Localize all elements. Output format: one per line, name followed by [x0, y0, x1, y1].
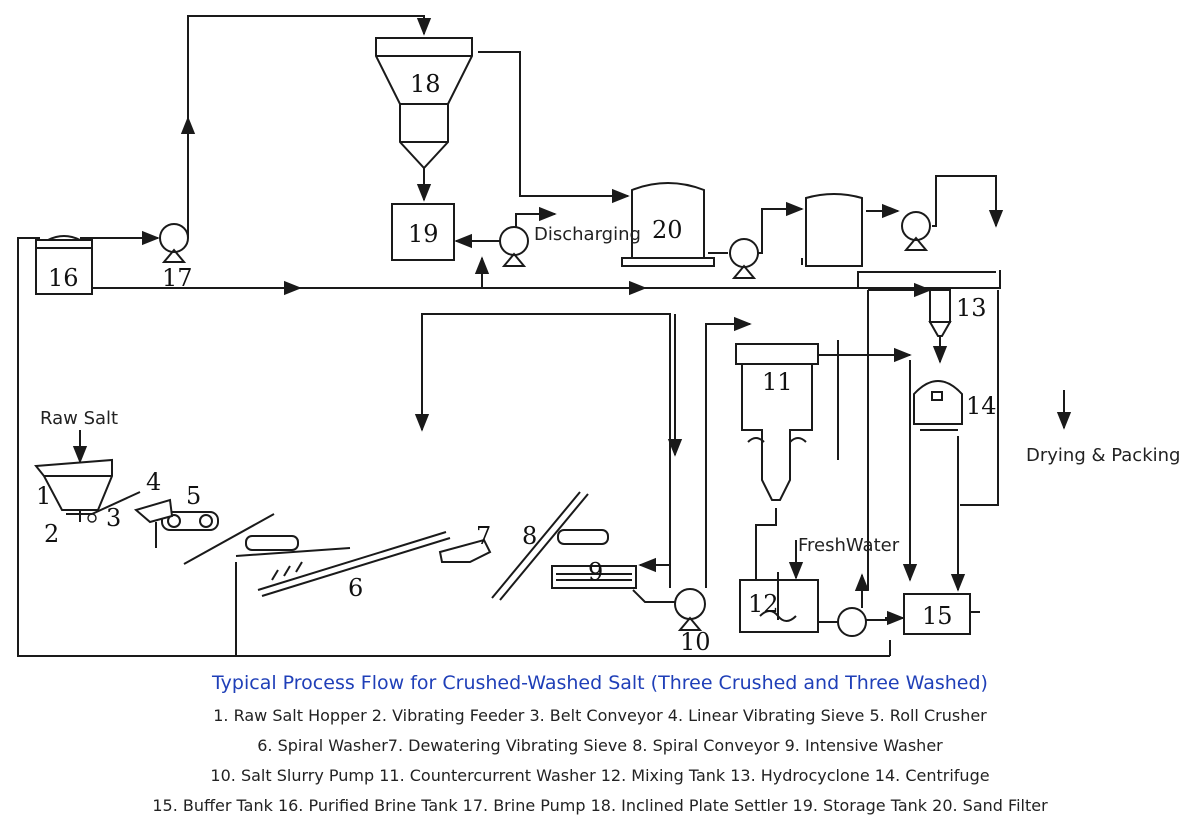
- unit-number-14: 14: [966, 392, 997, 420]
- unit-4-linear-vibrating-sieve: [133, 498, 174, 548]
- intermediate-pump: [901, 211, 931, 251]
- unit-20-sand-filter: [621, 182, 715, 267]
- unit-number-1: 1: [36, 482, 51, 510]
- unit-number-2: 2: [44, 520, 59, 548]
- unit-numbers: 1 2 3 4 5 6 7 8 9 10 11 12 13 14 15 16 1…: [36, 70, 997, 656]
- unit-number-4: 4: [146, 468, 161, 496]
- legend-line-4: 15. Buffer Tank 16. Purified Brine Tank …: [152, 796, 1048, 815]
- diagram-canvas: 1 2 3 4 5 6 7 8 9 10 11 12 13 14 15 16 1…: [17, 15, 1180, 657]
- unit-7-dewatering-vibrating-sieve: [438, 538, 492, 563]
- fresh-water-label: FreshWater: [798, 535, 900, 556]
- unit-number-17: 17: [162, 264, 193, 292]
- unit-number-16: 16: [48, 264, 79, 292]
- unit-15-buffer-tank: [903, 593, 971, 635]
- unit-13-hydrocyclone: [928, 289, 952, 337]
- unit-8-spiral-conveyor: [491, 491, 609, 601]
- unit-1-raw-salt-hopper: [34, 458, 113, 522]
- unit-number-5: 5: [186, 482, 201, 510]
- piping: [17, 15, 1072, 657]
- unit-5-roll-crusher: [161, 511, 275, 565]
- unit-10-salt-slurry-pump: [674, 588, 706, 631]
- mixing-tank-pump: [837, 607, 867, 637]
- process-flow-diagram: 1 2 3 4 5 6 7 8 9 10 11 12 13 14 15 16 1…: [17, 15, 1180, 657]
- unit-number-20: 20: [652, 216, 683, 244]
- unit-number-19: 19: [408, 220, 439, 248]
- unit-number-8: 8: [522, 522, 537, 550]
- unit-6-spiral-washer: [235, 531, 451, 597]
- unit-9-intensive-washer: [551, 565, 637, 589]
- unit-number-9: 9: [588, 558, 603, 586]
- unit-number-13: 13: [956, 294, 987, 322]
- discharging-label: Discharging: [534, 224, 641, 245]
- legend-line-3: 10. Salt Slurry Pump 11. Countercurrent …: [210, 766, 990, 785]
- unit-number-15: 15: [922, 602, 953, 630]
- unit-number-10: 10: [680, 628, 711, 656]
- intermediate-tank: [805, 193, 863, 267]
- unit-12-mixing-tank: [739, 572, 819, 633]
- unit-14-centrifuge: [913, 380, 963, 431]
- unit-16-purified-brine-tank: [35, 235, 93, 295]
- discharge-pump: [499, 226, 529, 267]
- unit-number-6: 6: [348, 574, 363, 602]
- unit-number-12: 12: [748, 590, 779, 618]
- unit-17-brine-pump: [159, 223, 189, 263]
- unit-11-countercurrent-washer: [735, 343, 819, 501]
- legend-line-2: 6. Spiral Washer7. Dewatering Vibrating …: [257, 736, 943, 755]
- unit-18-inclined-plate-settler: [375, 37, 473, 170]
- unit-number-11: 11: [762, 368, 793, 396]
- legend-line-1: 1. Raw Salt Hopper 2. Vibrating Feeder 3…: [213, 706, 987, 725]
- drying-packing-label: Drying & Packing: [1026, 445, 1180, 466]
- filter-outlet-pump: [729, 238, 759, 279]
- unit-number-3: 3: [106, 504, 121, 532]
- unit-3-belt-conveyor: [87, 491, 141, 523]
- unit-number-18: 18: [410, 70, 441, 98]
- figure-title: Typical Process Flow for Crushed-Washed …: [212, 672, 988, 694]
- unit-number-7: 7: [476, 522, 491, 550]
- raw-salt-label: Raw Salt: [40, 408, 118, 429]
- unit-19-storage-tank: [391, 203, 455, 261]
